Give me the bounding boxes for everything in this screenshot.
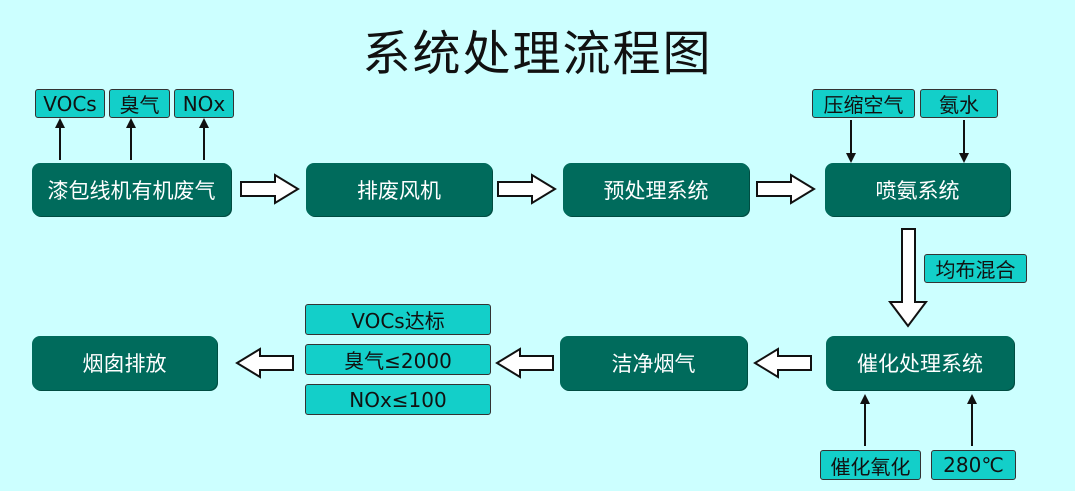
block-arrow-standards-to-chimney — [235, 347, 294, 379]
block-arrow-pretreat-to-spray — [756, 173, 816, 205]
tag-ammonia-water: 氨水 — [920, 89, 998, 118]
node-source: 漆包线机有机废气 — [32, 163, 231, 216]
tag-vocs: VOCs — [35, 89, 105, 118]
tag-uniform-mix: 均布混合 — [924, 254, 1027, 283]
node-chimney: 烟囱排放 — [32, 336, 217, 390]
block-arrow-catalytic-to-clean — [753, 347, 812, 379]
block-arrow-fan-to-pretreat — [497, 173, 557, 205]
block-arrow-clean-to-standards — [495, 347, 554, 379]
tag-nox: NOx — [174, 89, 234, 118]
node-clean-gas: 洁净烟气 — [560, 336, 747, 390]
tag-odor: 臭气 — [109, 89, 170, 118]
tag-vocs-standard: VOCs达标 — [305, 304, 491, 335]
tag-odor-limit: 臭气≤2000 — [305, 344, 491, 375]
block-arrow-spray-to-catalytic — [888, 228, 928, 328]
node-pretreat: 预处理系统 — [563, 163, 749, 216]
tag-nox-limit: NOx≤100 — [305, 384, 491, 415]
node-ammonia-spray: 喷氨系统 — [825, 163, 1010, 216]
tag-compressed-air: 压缩空气 — [812, 89, 915, 118]
node-catalytic: 催化处理系统 — [826, 336, 1014, 390]
tag-temperature: 280℃ — [931, 450, 1016, 480]
tag-catalytic-oxidation: 催化氧化 — [820, 450, 921, 480]
block-arrow-source-to-fan — [240, 173, 300, 205]
node-fan: 排废风机 — [306, 163, 492, 216]
diagram-title: 系统处理流程图 — [362, 26, 713, 82]
